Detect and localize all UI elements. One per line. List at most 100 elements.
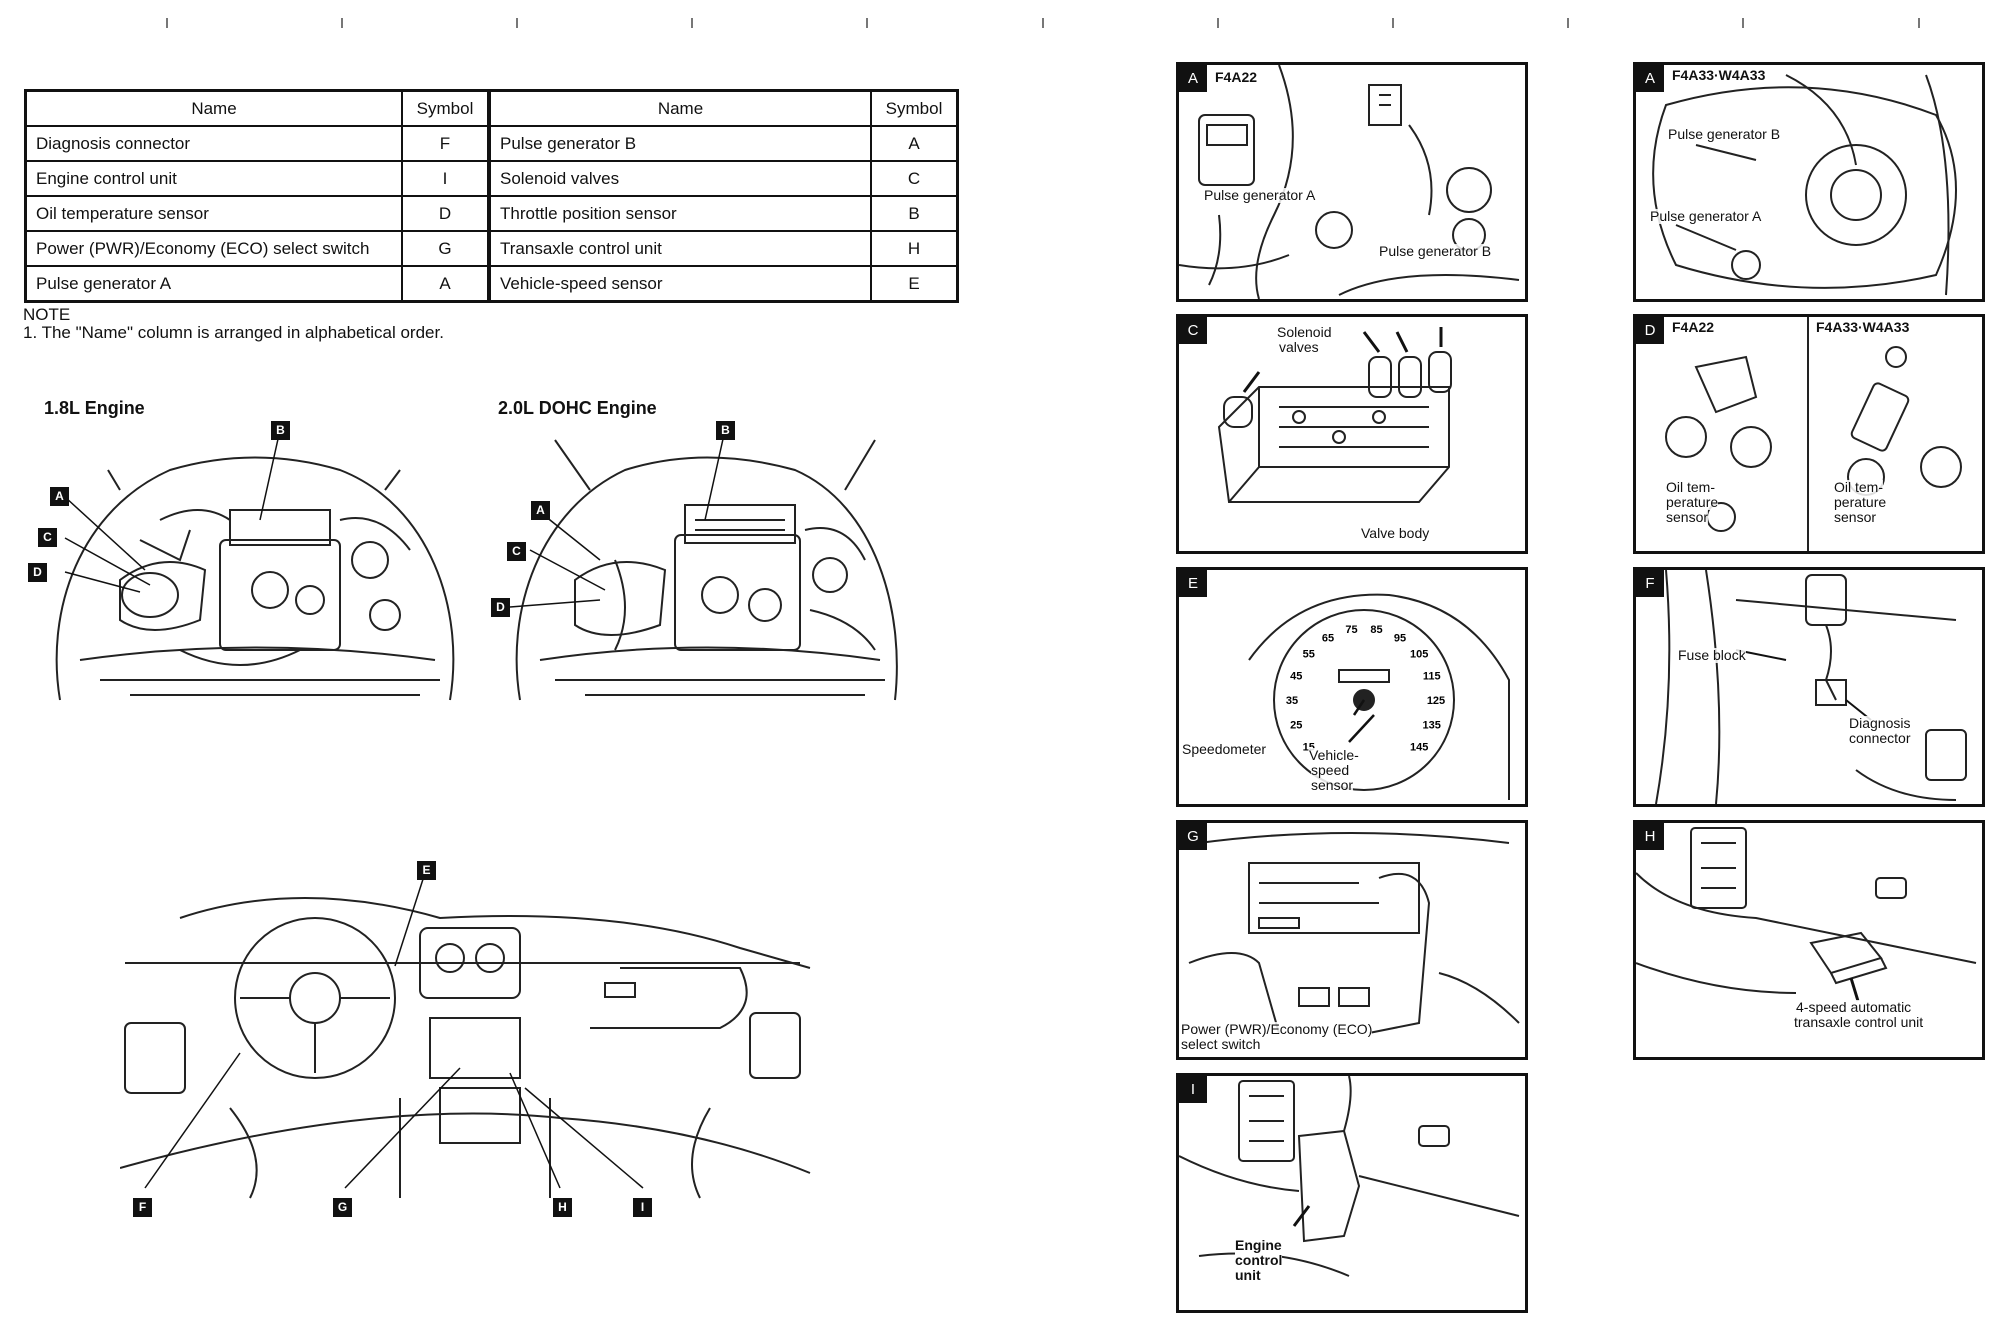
pulse-generator-b-label: Pulse generator B xyxy=(1379,243,1492,259)
oil-temp-label-line3: sensor xyxy=(1666,509,1709,525)
component-name: Engine control unit xyxy=(24,160,403,197)
dial-numeral: 115 xyxy=(1423,670,1441,682)
solenoid-label-line2: valves xyxy=(1279,339,1319,355)
dial-numeral: 75 xyxy=(1345,624,1357,636)
dial-numeral: 85 xyxy=(1370,624,1382,636)
model-label-f4a33-w4a33: F4A33·W4A33 xyxy=(1816,319,1910,335)
ecu-label-line1: Engine xyxy=(1235,1237,1282,1253)
solenoid-label-line1: Solenoid xyxy=(1277,324,1332,340)
panel-a-f4a22: A F4A22 Pulse generator A Pulse generato… xyxy=(1176,62,1528,302)
engine-2-0l-title: 2.0L DOHC Engine xyxy=(498,398,657,418)
panel-label-d: D xyxy=(1636,317,1664,344)
pulse-generator-b-label: Pulse generator B xyxy=(1668,126,1781,142)
callout-h-dash: H xyxy=(553,1198,572,1217)
speedometer-label: Speedometer xyxy=(1182,741,1267,757)
ecu-label-line3: unit xyxy=(1235,1267,1261,1283)
component-name: Vehicle-speed sensor xyxy=(487,265,872,303)
component-name: Pulse generator B xyxy=(487,125,872,162)
oil-temp-label-line1: Oil tem- xyxy=(1834,479,1883,495)
ecu-label-line2: control xyxy=(1235,1252,1283,1268)
dial-numeral: 45 xyxy=(1290,670,1302,682)
power-economy-label-line1: Power (PWR)/Economy (ECO) xyxy=(1181,1021,1373,1037)
oil-temp-label-line2: perature xyxy=(1666,494,1719,510)
dial-numeral: 65 xyxy=(1322,633,1334,645)
callout-b-1-8l: B xyxy=(271,421,290,440)
table-row: Oil temperature sensor D Throttle positi… xyxy=(24,195,959,232)
component-symbol: E xyxy=(870,265,959,303)
model-label: F4A22 xyxy=(1215,69,1258,85)
callout-e-dash: E xyxy=(417,861,436,880)
oil-temp-label-line2: perature xyxy=(1834,494,1887,510)
callout-d-1-8l: D xyxy=(28,563,47,582)
note-item: 1. The "Name" column is arranged in alph… xyxy=(23,323,444,342)
panel-g-power-economy-switch: G Power (PWR)/Economy (ECO) select switc… xyxy=(1176,820,1528,1060)
pulse-generator-a-label: Pulse generator A xyxy=(1204,187,1316,203)
dial-numeral: 135 xyxy=(1423,720,1441,732)
dial-numeral: 25 xyxy=(1290,720,1302,732)
component-symbol: A xyxy=(401,265,490,303)
table-row: Power (PWR)/Economy (ECO) select switch … xyxy=(24,230,959,267)
component-symbol: B xyxy=(870,195,959,232)
power-economy-label-line2: select switch xyxy=(1181,1036,1261,1052)
dial-numeral: 95 xyxy=(1394,633,1406,645)
dial-numeral: 145 xyxy=(1410,741,1428,753)
speedometer-dial: 152535455565758595105115125135145 xyxy=(1248,593,1510,800)
dial-numeral: 105 xyxy=(1410,649,1428,661)
callout-b-2-0l: B xyxy=(716,421,735,440)
component-name: Pulse generator A xyxy=(24,265,403,303)
tcu-label-line1: 4-speed automatic xyxy=(1796,999,1912,1015)
name-header: Name xyxy=(487,89,872,127)
panel-d-oil-temperature-sensor: D F4A22 F4A33·W4A33 Oil tem- perature se… xyxy=(1633,314,1985,554)
panel-a-f4a33-w4a33: A F4A33·W4A33 Pulse generator B Pulse ge… xyxy=(1633,62,1985,302)
component-symbol: A xyxy=(870,125,959,162)
oil-temp-label-line3: sensor xyxy=(1834,509,1877,525)
engine-1-8l-illustration xyxy=(55,429,455,701)
table-header-row: Name Symbol Name Symbol xyxy=(24,89,959,127)
callout-c-2-0l: C xyxy=(507,542,526,561)
component-name: Oil temperature sensor xyxy=(24,195,403,232)
component-name: Solenoid valves xyxy=(487,160,872,197)
dashboard-illustration xyxy=(120,872,811,1199)
pulse-generator-a-label: Pulse generator A xyxy=(1650,208,1762,224)
engine-1-8l-title: 1.8L Engine xyxy=(44,398,145,418)
callout-i-dash: I xyxy=(633,1198,652,1217)
component-symbol: D xyxy=(401,195,490,232)
component-symbol: I xyxy=(401,160,490,197)
vehicle-speed-label-line1: Vehicle- xyxy=(1309,747,1359,763)
panel-e-vehicle-speed-sensor: 152535455565758595105115125135145 E Spee… xyxy=(1176,567,1528,807)
diagnosis-label-line1: Diagnosis xyxy=(1849,715,1911,731)
panel-c-solenoid-valves: C Solenoid valves Valve body xyxy=(1176,314,1528,554)
component-symbol: C xyxy=(870,160,959,197)
panel-label-f: F xyxy=(1636,570,1664,597)
callout-a-1-8l: A xyxy=(50,487,69,506)
panel-label-e: E xyxy=(1179,570,1207,597)
tcu-label-line2: transaxle control unit xyxy=(1794,1014,1924,1030)
panel-i-engine-control-unit: I Engine control unit xyxy=(1176,1073,1528,1313)
component-name: Throttle position sensor xyxy=(487,195,872,232)
fuse-block-label: Fuse block xyxy=(1678,647,1746,663)
callout-g-dash: G xyxy=(333,1198,352,1217)
panel-label-a: A xyxy=(1179,65,1207,92)
symbol-header: Symbol xyxy=(870,89,959,127)
component-symbol: G xyxy=(401,230,490,267)
callout-d-2-0l: D xyxy=(491,598,510,617)
panel-label-g: G xyxy=(1179,823,1207,850)
diagnosis-label-line2: connector xyxy=(1849,730,1911,746)
callout-a-2-0l: A xyxy=(531,501,550,520)
vehicle-speed-label-line3: sensor xyxy=(1311,777,1354,793)
panel-label-c: C xyxy=(1179,317,1207,344)
dial-numeral: 125 xyxy=(1427,695,1445,707)
component-location-table: Name Symbol Name Symbol Diagnosis connec… xyxy=(24,89,959,303)
table-row: Diagnosis connector F Pulse generator B … xyxy=(24,125,959,162)
engine-2-0l-illustration xyxy=(509,429,898,701)
model-label: F4A33·W4A33 xyxy=(1672,67,1766,83)
valve-body-label: Valve body xyxy=(1361,525,1430,541)
name-header: Name xyxy=(24,89,403,127)
panel-f-diagnosis-connector: F Fuse block Diagnosis connector xyxy=(1633,567,1985,807)
component-name: Transaxle control unit xyxy=(487,230,872,267)
note-heading: NOTE xyxy=(23,305,71,324)
callout-f-dash: F xyxy=(133,1198,152,1217)
panel-label-i: I xyxy=(1179,1076,1207,1103)
dial-numeral: 35 xyxy=(1286,695,1298,707)
dial-numeral: 55 xyxy=(1303,649,1315,661)
